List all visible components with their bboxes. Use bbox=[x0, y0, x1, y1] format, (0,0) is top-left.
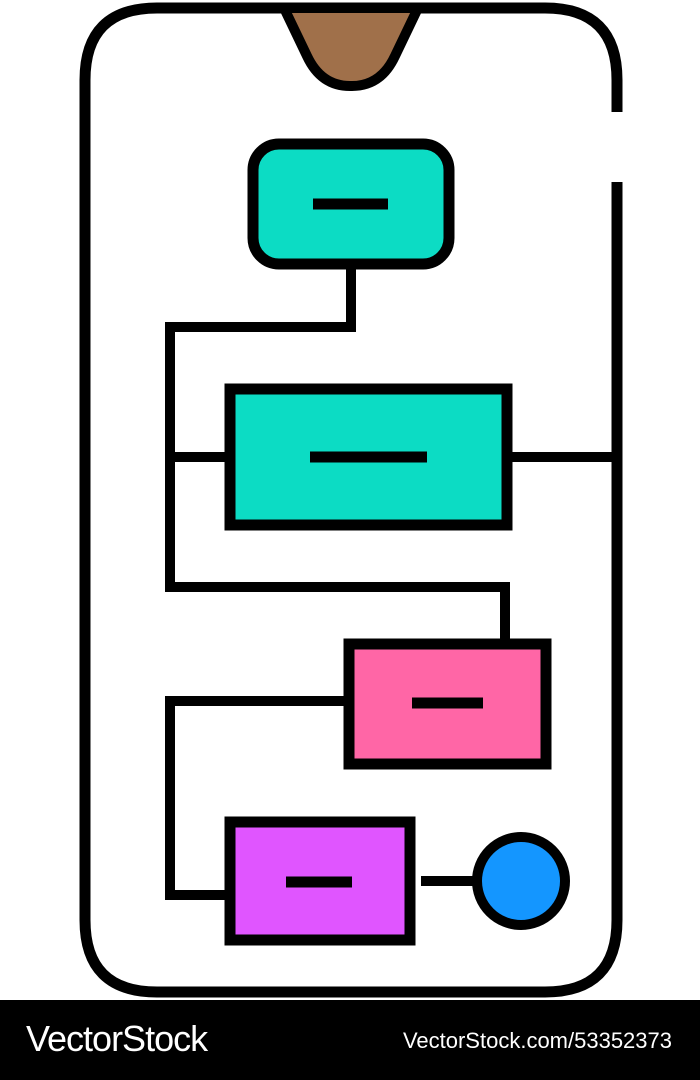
connector-decision-to-output bbox=[165, 696, 349, 900]
image-credit-text: VectorStock.com/53352373 bbox=[402, 1028, 672, 1053]
phone-outline bbox=[79, 2, 623, 998]
brand-logo-text: VectorStock bbox=[26, 1018, 208, 1059]
watermark-footer: VectorStock VectorStock.com/53352373 bbox=[0, 1000, 700, 1080]
end-node-circle bbox=[472, 832, 570, 930]
flowchart-phone-icon bbox=[79, 2, 623, 998]
connector-lines bbox=[165, 264, 617, 900]
phone-notch bbox=[279, 3, 423, 91]
output-node bbox=[224, 816, 416, 946]
